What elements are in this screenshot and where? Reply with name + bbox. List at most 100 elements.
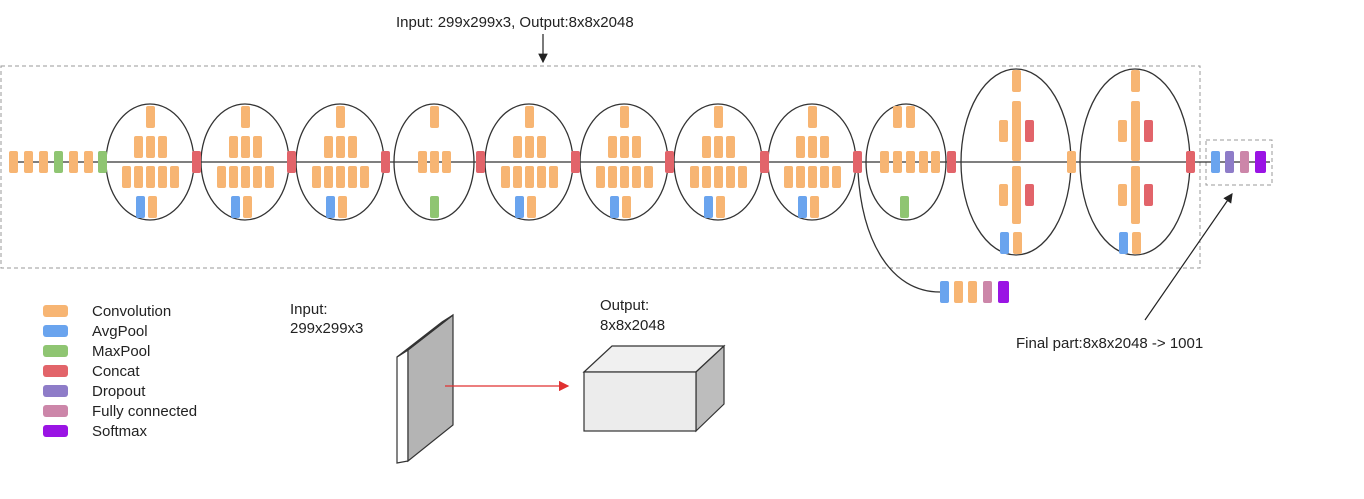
avgpool-block — [515, 196, 524, 218]
fc-block — [1240, 151, 1249, 173]
conv-block — [726, 136, 735, 158]
softmax-block — [1255, 151, 1266, 173]
conv-block — [146, 136, 155, 158]
conv-block — [9, 151, 18, 173]
conv-block — [243, 196, 252, 218]
concat-block — [1025, 120, 1034, 142]
avgpool-block — [798, 196, 807, 218]
conv-block — [1012, 166, 1021, 188]
legend-swatch-maxpool — [43, 345, 68, 357]
concat-block — [665, 151, 674, 173]
conv-block — [644, 166, 653, 188]
conv-block — [702, 136, 711, 158]
avgpool-block — [326, 196, 335, 218]
conv-block — [906, 106, 915, 128]
conv-block — [336, 106, 345, 128]
conv-block — [702, 166, 711, 188]
conv-block — [784, 166, 793, 188]
concat-block — [1144, 184, 1153, 206]
conv-block — [820, 166, 829, 188]
module-outline — [393, 103, 475, 221]
legend-swatch-conv — [43, 305, 68, 317]
conv-block — [738, 166, 747, 188]
conv-block — [501, 166, 510, 188]
conv-block — [1067, 151, 1076, 173]
conv-block — [968, 281, 977, 303]
legend-label-conv: Convolution — [92, 303, 171, 320]
conv-block — [549, 166, 558, 188]
conv-block — [24, 151, 33, 173]
conv-block — [348, 166, 357, 188]
conv-block — [360, 166, 369, 188]
conv-block — [69, 151, 78, 173]
conv-block — [620, 136, 629, 158]
conv-block — [336, 136, 345, 158]
final-part-label: Final part:8x8x2048 -> 1001 — [1016, 335, 1203, 352]
output-volume — [582, 344, 726, 433]
conv-block — [134, 136, 143, 158]
conv-block — [820, 136, 829, 158]
maxpool-block — [98, 151, 107, 173]
conv-block — [1012, 202, 1021, 224]
conv-block — [170, 166, 179, 188]
conv-block — [229, 166, 238, 188]
concat-block — [1186, 151, 1195, 173]
legend-label-concat: Concat — [92, 363, 140, 380]
legend-swatch-concat — [43, 365, 68, 377]
conv-block — [726, 166, 735, 188]
avgpool-block — [610, 196, 619, 218]
conv-block — [525, 106, 534, 128]
conv-block — [348, 136, 357, 158]
avgpool-block — [704, 196, 713, 218]
conv-block — [832, 166, 841, 188]
conv-block — [808, 106, 817, 128]
conv-block — [241, 166, 250, 188]
conv-block — [324, 166, 333, 188]
output-label-line1: Output: — [600, 297, 649, 314]
conv-block — [1012, 120, 1021, 142]
auxiliary-branch-line — [857, 171, 941, 293]
conv-block — [253, 136, 262, 158]
conv-block — [158, 136, 167, 158]
conv-block — [716, 196, 725, 218]
conv-block — [537, 136, 546, 158]
conv-block — [134, 166, 143, 188]
softmax-block — [998, 281, 1009, 303]
conv-block — [714, 166, 723, 188]
concat-block — [192, 151, 201, 173]
avgpool-block — [136, 196, 145, 218]
conv-block — [714, 136, 723, 158]
conv-block — [525, 136, 534, 158]
conv-block — [608, 166, 617, 188]
conv-block — [418, 151, 427, 173]
conv-block — [1131, 101, 1140, 123]
conv-block — [810, 196, 819, 218]
concat-block — [853, 151, 862, 173]
conv-block — [527, 196, 536, 218]
avgpool-block — [940, 281, 949, 303]
conv-block — [442, 151, 451, 173]
maxpool-block — [430, 196, 439, 218]
top-label: Input: 299x299x3, Output:8x8x2048 — [396, 14, 634, 31]
conv-block — [229, 136, 238, 158]
conv-block — [893, 106, 902, 128]
conv-block — [620, 106, 629, 128]
conv-block — [241, 106, 250, 128]
legend-swatch-dropout — [43, 385, 68, 397]
concat-block — [1144, 120, 1153, 142]
conv-block — [146, 166, 155, 188]
conv-block — [39, 151, 48, 173]
conv-block — [796, 136, 805, 158]
output-label-line2: 8x8x2048 — [600, 317, 665, 334]
concat-block — [287, 151, 296, 173]
input-label-line1: Input: — [290, 301, 328, 318]
conv-block — [690, 166, 699, 188]
conv-block — [632, 166, 641, 188]
conv-block — [714, 106, 723, 128]
legend-label-fc: Fully connected — [92, 403, 197, 420]
conv-block — [1012, 101, 1021, 123]
legend: ConvolutionAvgPoolMaxPoolConcatDropoutFu… — [43, 303, 197, 440]
input-label-line2: 299x299x3 — [290, 320, 363, 337]
legend-label-maxpool: MaxPool — [92, 343, 150, 360]
